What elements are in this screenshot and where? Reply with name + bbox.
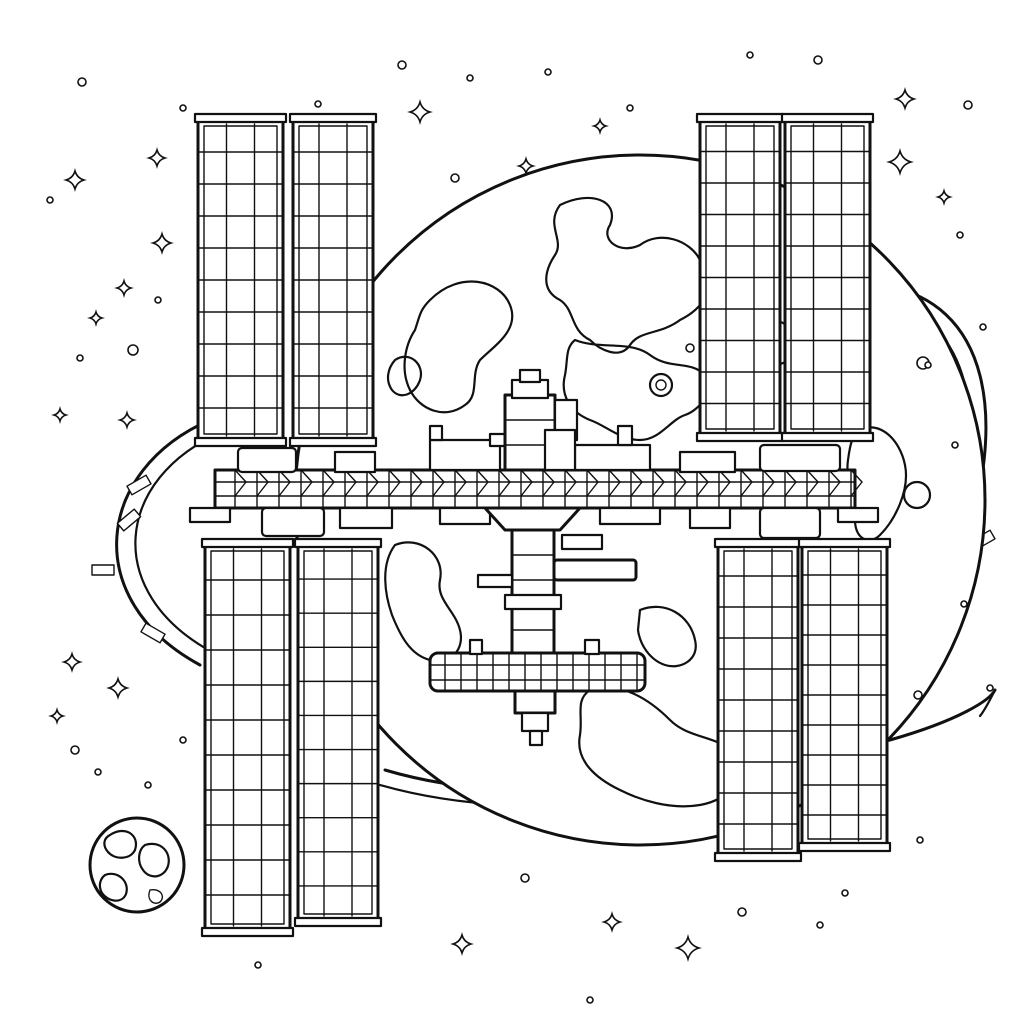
star-dot: [924, 361, 932, 369]
star-dot: [397, 60, 407, 70]
star-dot: [841, 889, 849, 897]
stars: [48, 87, 953, 962]
star-icon: [886, 148, 914, 176]
star-icon: [146, 147, 168, 169]
star-dot: [916, 836, 924, 844]
star-dot: [254, 961, 262, 969]
truss-segments: [234, 469, 863, 509]
star-icon: [106, 676, 130, 700]
star-icon: [407, 99, 433, 125]
star-icon: [61, 651, 83, 673]
star-dot: [127, 344, 139, 356]
star-dot: [154, 296, 162, 304]
star-dot: [963, 100, 973, 110]
star-icon: [591, 117, 609, 135]
solar-array-panel: [797, 537, 892, 853]
star-icon: [450, 932, 474, 956]
moon: [88, 816, 186, 914]
star-dot: [314, 100, 322, 108]
star-dot: [956, 231, 964, 239]
solar-array-panel: [200, 537, 295, 938]
star-icon: [114, 278, 134, 298]
star-icon: [63, 168, 87, 192]
star-dot: [70, 745, 80, 755]
solar-array-panel: [780, 112, 875, 443]
solar-array-panel: [695, 112, 785, 443]
star-dot: [179, 736, 187, 744]
star-dot: [737, 907, 747, 917]
solar-array-panel: [713, 537, 803, 863]
star-dot: [94, 768, 102, 776]
central-modules: [428, 368, 647, 747]
star-icon: [117, 410, 137, 430]
star-icon: [87, 309, 105, 327]
star-icon: [674, 934, 702, 962]
star-dot: [179, 104, 187, 112]
star-dot: [746, 51, 754, 59]
lab-module-ribs: [444, 652, 638, 692]
star-dot: [816, 921, 824, 929]
star-dot: [450, 173, 460, 183]
solar-array-panel: [288, 112, 378, 448]
star-dots: [46, 51, 994, 1004]
solar-array-panel: [193, 112, 288, 448]
star-dot: [144, 781, 152, 789]
star-dot: [76, 354, 84, 362]
star-dot: [46, 196, 54, 204]
star-dot: [913, 690, 923, 700]
star-dot: [960, 600, 968, 608]
star-dot: [466, 74, 474, 82]
star-dot: [986, 684, 994, 692]
star-dot: [979, 323, 987, 331]
star-icon: [48, 707, 66, 725]
star-icon: [601, 911, 623, 933]
star-icon: [150, 231, 174, 255]
solar-arrays: [193, 112, 892, 938]
star-dot: [586, 996, 594, 1004]
star-dot: [951, 441, 959, 449]
star-dot: [77, 77, 87, 87]
solar-array-panel: [293, 537, 383, 928]
star-dot: [626, 104, 634, 112]
star-icon: [935, 188, 953, 206]
star-icon: [516, 156, 536, 176]
star-dot: [813, 55, 823, 65]
star-dot: [520, 873, 530, 883]
star-icon: [893, 87, 917, 111]
star-icon: [51, 406, 69, 424]
star-dot: [544, 68, 552, 76]
main-truss: [188, 424, 880, 540]
